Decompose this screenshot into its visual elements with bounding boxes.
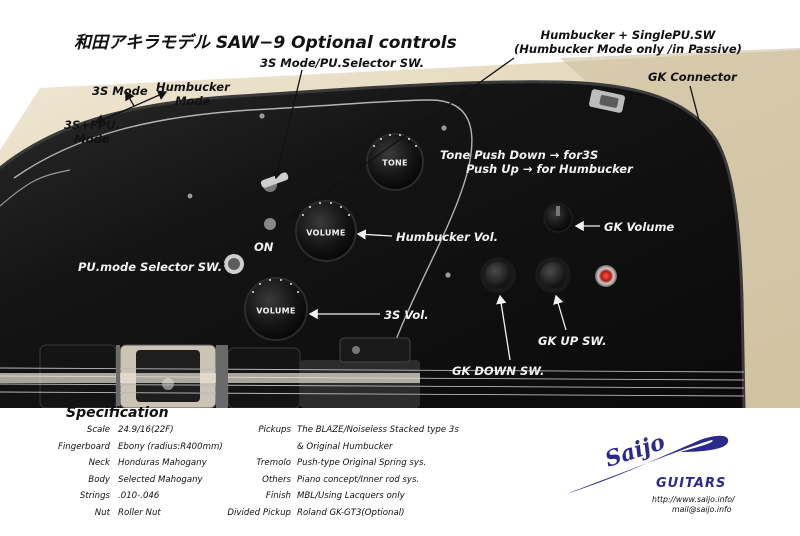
label-3sfpu-mode-line2: Mode [74, 132, 110, 146]
page-title: 和田アキラモデル SAW−9 Optional controls [74, 33, 457, 53]
label-gk-connector: GK Connector [648, 70, 737, 84]
label-tone-push: Tone Push Down → for3S Push Up → for Hum… [440, 148, 633, 176]
spec-value: Roller Nut [118, 507, 161, 518]
spec-row: Nut Roller Nut [0, 507, 800, 519]
spec-row: Scale 24.9/16(22F) [0, 424, 800, 436]
spec-key: Scale [86, 425, 110, 435]
spec-row: Neck Honduras Mahogany [0, 457, 800, 469]
label-humbucker-mode-line1: Humbucker [156, 80, 230, 94]
spec-key: Nut [94, 507, 110, 518]
spec-value: Ebony (radius:R400mm) [118, 441, 223, 452]
spec-key: Neck [88, 458, 110, 468]
volume-knob-upper-label: VOLUME [306, 228, 346, 238]
spec-value: Roland GK-GT3(Optional) [297, 507, 405, 518]
spec-value: .010-.046 [118, 491, 160, 501]
brand-url[interactable]: http://www.saijo.info/ [652, 495, 735, 504]
spec-value: Push-type Original Spring sys. [297, 458, 427, 468]
label-humbucker-single-sw-line1: Humbucker + SinglePU.SW [540, 28, 716, 42]
label-tone-push-line1: Tone Push Down → for3S [440, 148, 599, 162]
spec-row: Pickups The BLAZE/Noiseless Stacked type … [0, 424, 800, 436]
spec-key: Fingerboard [57, 441, 110, 452]
spec-key: Body [88, 474, 110, 485]
label-gk-volume: GK Volume [604, 220, 675, 234]
spec-row: Finish MBL/Using Lacquers only [0, 490, 800, 502]
tone-knob-label: TONE [382, 158, 408, 168]
label-selector-sw: 3S Mode/PU.Selector SW. [260, 56, 425, 70]
spec-row: Body Selected Mahogany [0, 474, 800, 486]
label-gk-up-sw: GK UP SW. [538, 334, 607, 348]
spec-value: The BLAZE/Noiseless Stacked type 3s [297, 425, 459, 435]
spec-key: Tremolo [256, 458, 291, 468]
label-humbucker-mode: Humbucker Mode [156, 80, 230, 108]
label-humbucker-single-sw: Humbucker + SinglePU.SW (Humbucker Mode … [514, 28, 742, 56]
spec-value: MBL/Using Lacquers only [297, 491, 405, 501]
label-pu-mode-selector: PU.mode Selector SW. [78, 260, 223, 274]
spec-key: Others [262, 474, 291, 485]
spec-row: Others Piano concept/Inner rod sys. [0, 474, 800, 486]
spec-row: Strings .010-.046 [0, 490, 800, 502]
spec-row: Divided Pickup Roland GK-GT3(Optional) [0, 507, 800, 519]
spec-heading: Specification [66, 405, 169, 421]
spec-row: Tremolo Push-type Original Spring sys. [0, 457, 800, 469]
label-on: ON [254, 240, 274, 254]
spec-key: Finish [265, 491, 291, 501]
label-humbucker-single-sw-line2: (Humbucker Mode only /in Passive) [514, 42, 742, 56]
label-3s-vol: 3S Vol. [384, 308, 429, 322]
label-gk-down-sw: GK DOWN SW. [452, 364, 545, 378]
spec-key: Pickups [258, 425, 291, 435]
spec-value: Piano concept/Inner rod sys. [297, 474, 420, 485]
spec-row: Fingerboard Ebony (radius:R400mm) [0, 441, 800, 453]
spec-value: Selected Mahogany [118, 474, 203, 485]
spec-row: & Original Humbucker [0, 441, 800, 453]
spec-value: Honduras Mahogany [118, 458, 207, 468]
label-humbucker-vol: Humbucker Vol. [396, 230, 499, 244]
label-3sfpu-mode: 3S+FPU. Mode [64, 118, 120, 146]
spec-key: Divided Pickup [227, 507, 291, 518]
label-humbucker-mode-line2: Mode [175, 94, 211, 108]
spec-value: & Original Humbucker [297, 441, 393, 452]
brand-mail[interactable]: mail@saijo.info [672, 505, 732, 514]
spec-key: Strings [79, 491, 110, 501]
label-3s-mode: 3S Mode [92, 84, 148, 98]
spec-value: 24.9/16(22F) [118, 425, 174, 435]
label-3sfpu-mode-line1: 3S+FPU. [64, 118, 120, 132]
label-tone-push-line2: Push Up → for Humbucker [466, 162, 633, 176]
volume-knob-lower-label: VOLUME [256, 306, 296, 316]
brand-guitars: GUITARS [656, 476, 727, 491]
